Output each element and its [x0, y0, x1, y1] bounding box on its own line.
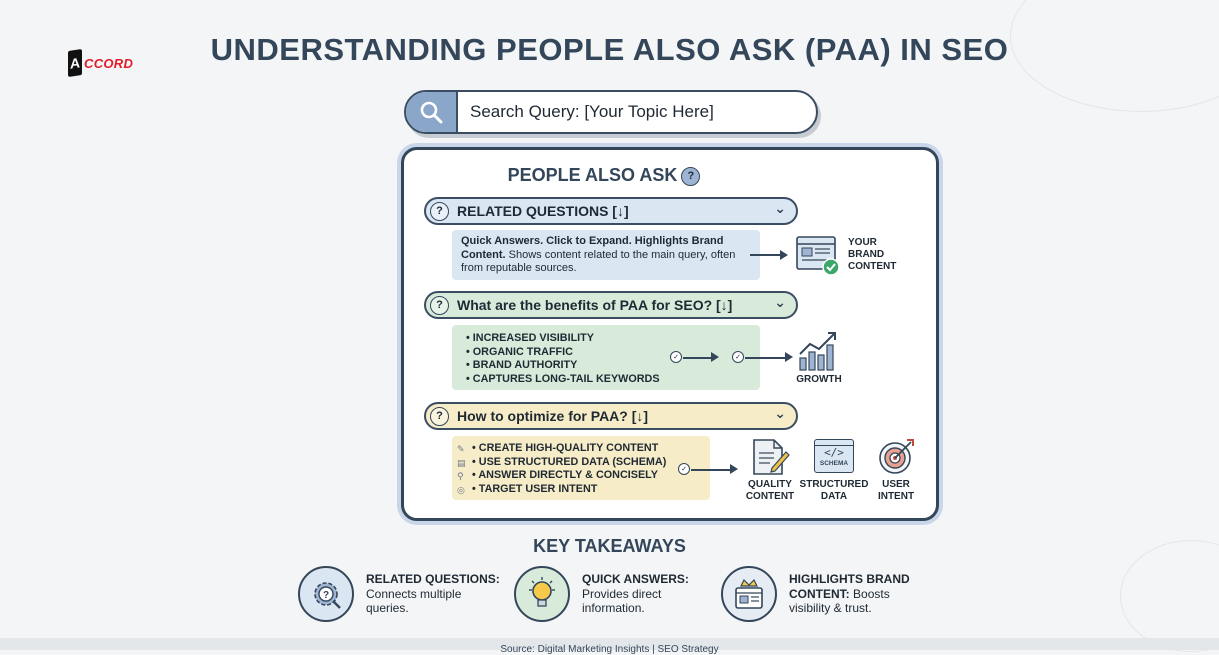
- arrow-head: [730, 464, 738, 474]
- bullet-item: • INCREASED VISIBILITY: [466, 332, 594, 344]
- schema-badge: SCHEMA: [819, 460, 849, 467]
- takeaway-quick-answers: QUICK ANSWERS:Provides direct informatio…: [514, 566, 697, 622]
- bullet-item: • CREATE HIGH-QUALITY CONTENT: [472, 442, 659, 454]
- question-icon: ?: [430, 406, 449, 426]
- key-takeaways-title: KEY TAKEAWAYS: [533, 536, 686, 556]
- page-title: UNDERSTANDING PEOPLE ALSO ASK (PAA) IN S…: [210, 32, 1009, 67]
- target-icon: ◎: [457, 484, 465, 495]
- bullet-item: • ANSWER DIRECTLY & CONCISELY: [472, 469, 658, 481]
- logo-text: CCORD: [84, 55, 134, 71]
- question-label: RELATED QUESTIONS [↓]: [457, 203, 629, 219]
- answer-box-related: Quick Answers. Click to Expand. Highligh…: [452, 230, 760, 280]
- arrow: [691, 469, 731, 471]
- chevron-down-icon[interactable]: ⌄: [774, 294, 786, 310]
- document-pen-icon: [750, 438, 790, 481]
- arrow-head: [711, 352, 719, 362]
- bullet-item: • ORGANIC TRAFFIC: [466, 345, 573, 358]
- arrow: [745, 357, 787, 359]
- chevron-down-icon[interactable]: ⌄: [774, 200, 786, 216]
- answer-bold: Quick Answers. Click to Expand. Highligh…: [461, 235, 724, 261]
- question-icon: ?: [430, 295, 449, 315]
- bullet-item: • USE STRUCTURED DATA (SCHEMA): [472, 455, 667, 468]
- paa-question-benefits[interactable]: ? What are the benefits of PAA for SEO? …: [424, 291, 798, 319]
- bullet-item: • TARGET USER INTENT: [472, 482, 598, 495]
- result-label: GROWTH: [796, 374, 842, 385]
- paa-title: PEOPLE ALSO ASK?: [404, 165, 804, 186]
- takeaway-brand-content: HIGHLIGHTS BRAND CONTENT: Boosts visibil…: [721, 566, 914, 622]
- brand-content-icon: [795, 235, 841, 282]
- schema-icon: </> SCHEMA: [814, 439, 854, 473]
- answer-text: Shows content related to the main query,…: [461, 248, 736, 275]
- brand-crown-icon: [721, 566, 777, 622]
- people-also-ask-panel: PEOPLE ALSO ASK? ? RELATED QUESTIONS [↓]…: [401, 147, 939, 521]
- arrow-head: [785, 352, 793, 362]
- paa-question-related[interactable]: ? RELATED QUESTIONS [↓] ⌄: [424, 197, 798, 225]
- growth-chart-icon: [797, 330, 841, 377]
- paa-question-optimize[interactable]: ? How to optimize for PAA? [↓] ⌄: [424, 402, 798, 430]
- search-query-text: Search Query: [Your Topic Here]: [470, 102, 714, 121]
- lightbulb-icon: [514, 566, 570, 622]
- takeaway-text: HIGHLIGHTS BRAND CONTENT: Boosts visibil…: [789, 572, 910, 615]
- takeaway-related-questions: ? RELATED QUESTIONS:Connects multiple qu…: [298, 566, 501, 622]
- check-circle-icon: ✓: [670, 351, 682, 363]
- search-icon: ⚲: [457, 471, 464, 481]
- paa-title-text: PEOPLE ALSO ASK: [507, 165, 678, 185]
- question-icon: ?: [430, 201, 449, 221]
- brand-logo: A CCORD: [68, 49, 134, 77]
- check-circle-icon: ✓: [678, 463, 690, 475]
- search-bar[interactable]: Search Query: [Your Topic Here]: [404, 90, 818, 134]
- takeaway-text: RELATED QUESTIONS:Connects multiple quer…: [366, 572, 500, 615]
- help-icon: ?: [681, 166, 701, 186]
- chevron-down-icon[interactable]: ⌄: [774, 405, 786, 421]
- question-label: How to optimize for PAA? [↓]: [457, 408, 649, 424]
- schema-icon: ▤: [457, 457, 466, 468]
- answer-box-benefits: • INCREASED VISIBILITY • ORGANIC TRAFFIC…: [452, 325, 760, 390]
- bullet-icons: ✎ ▤ ⚲ ◎: [457, 443, 466, 497]
- target-icon: [877, 436, 917, 481]
- bullet-item: • BRAND AUTHORITY: [466, 359, 578, 371]
- footer-bar: [0, 638, 1219, 650]
- arrow-head: [780, 250, 788, 260]
- question-label: What are the benefits of PAA for SEO? [↓…: [457, 297, 733, 313]
- arrow: [683, 357, 713, 359]
- arrow: [750, 254, 780, 256]
- edit-icon: ✎: [457, 444, 465, 454]
- bullet-item: • CAPTURES LONG-TAIL KEYWORDS: [466, 372, 660, 385]
- answer-box-optimize: ✎ ▤ ⚲ ◎ • CREATE HIGH-QUALITY CONTENT • USE…: [452, 436, 710, 500]
- check-circle-icon: ✓: [732, 351, 744, 363]
- svg-text:?: ?: [323, 590, 329, 601]
- gear-question-icon: ?: [298, 566, 354, 622]
- takeaway-text: QUICK ANSWERS:Provides direct informatio…: [582, 572, 689, 615]
- search-icon[interactable]: [406, 92, 458, 132]
